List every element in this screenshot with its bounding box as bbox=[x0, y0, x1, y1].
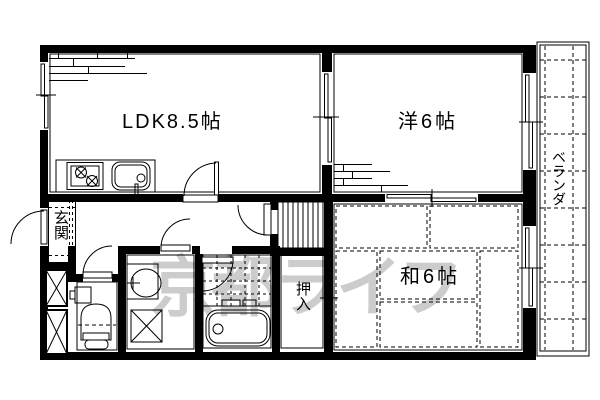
bathroom bbox=[203, 255, 271, 347]
veranda-grid bbox=[540, 46, 586, 350]
ldk-door bbox=[182, 161, 219, 203]
toilet-icon bbox=[69, 286, 116, 350]
room-outlines bbox=[49, 53, 523, 351]
ldk-room-label: LDK8.5帖 bbox=[122, 111, 223, 133]
japanese-room-label: 和6帖 bbox=[400, 266, 461, 288]
sink-icon bbox=[111, 161, 151, 197]
western-room-label: 洋6帖 bbox=[398, 111, 459, 133]
ldk-corner-shelf bbox=[49, 52, 147, 81]
washing-machine-icon bbox=[130, 309, 163, 343]
entrance-label: 玄関 bbox=[52, 210, 69, 240]
washroom-door bbox=[160, 218, 191, 252]
meter-box bbox=[45, 269, 68, 355]
window-ldk-western bbox=[313, 73, 339, 163]
window-western-veranda bbox=[519, 74, 543, 169]
stove-icon bbox=[66, 162, 104, 190]
bathtub-icon bbox=[205, 309, 271, 347]
window-japanese-veranda bbox=[519, 227, 543, 307]
veranda-label: ベランダ bbox=[551, 150, 567, 206]
veranda-area bbox=[536, 41, 590, 357]
entrance-door bbox=[10, 209, 48, 245]
stairs-door bbox=[237, 203, 272, 236]
stairs bbox=[277, 201, 326, 249]
walls bbox=[40, 45, 536, 360]
sliding-door-western-japanese bbox=[385, 189, 478, 207]
closet-label: 押入 bbox=[294, 281, 311, 311]
kitchen-counter bbox=[55, 159, 156, 197]
genkan-area bbox=[48, 200, 76, 262]
tile-grid bbox=[203, 255, 271, 306]
vanity-sink-icon bbox=[126, 263, 162, 300]
tatami-mats bbox=[335, 205, 519, 348]
western-corner-shelf bbox=[334, 164, 408, 192]
window-left bbox=[36, 63, 56, 129]
toilet-door bbox=[82, 245, 113, 279]
